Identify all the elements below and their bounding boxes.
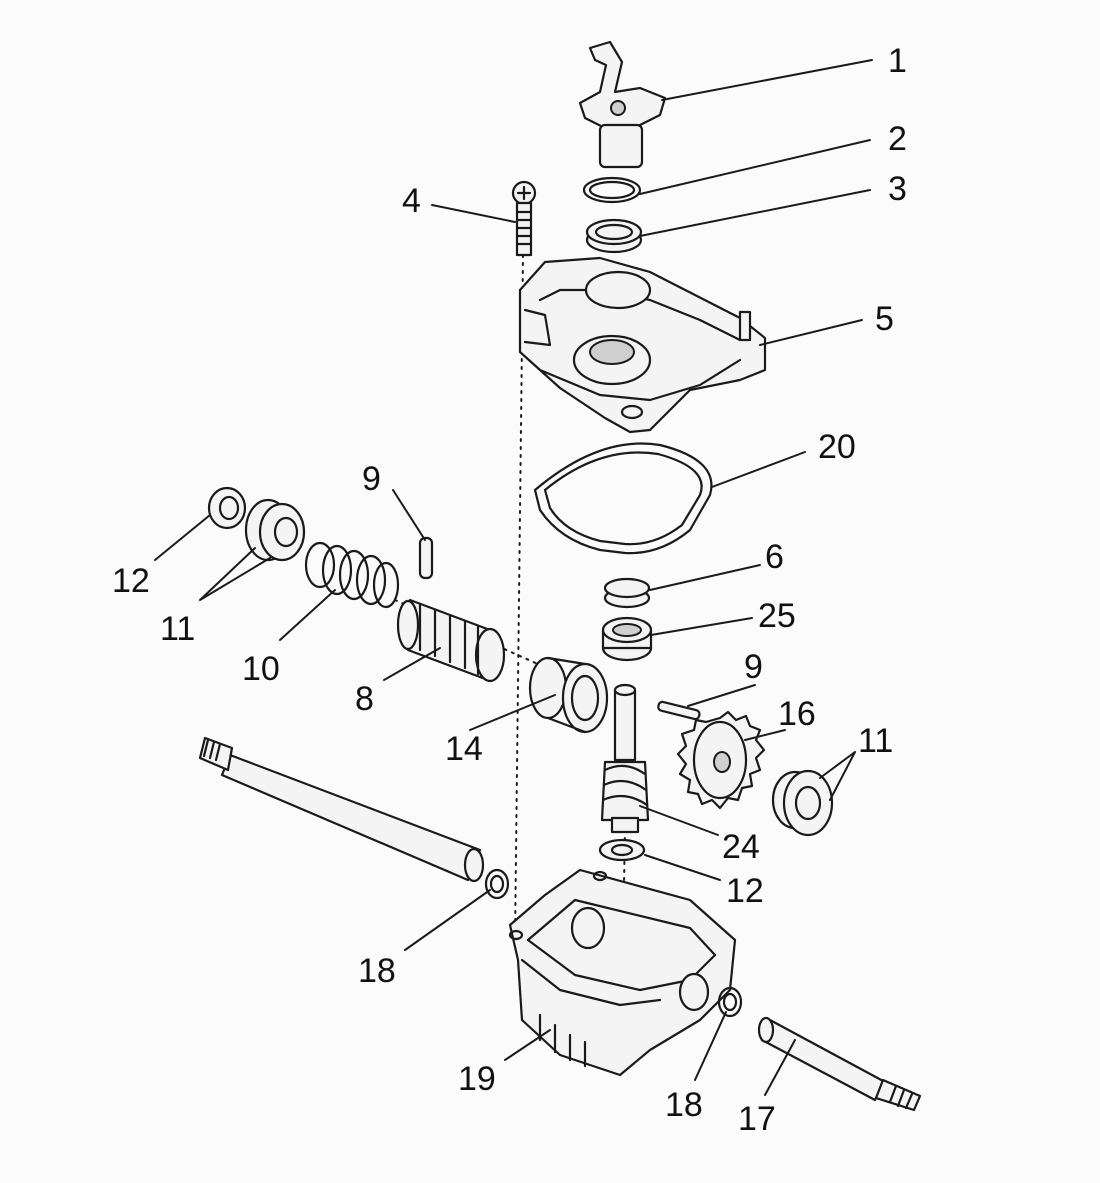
- part-4-screw: [511, 180, 537, 257]
- part-25-bearing: [601, 616, 653, 662]
- part-8-clutch-sleeve: [396, 598, 506, 683]
- part-10-spring: [304, 541, 400, 609]
- label-8: 8: [355, 680, 374, 718]
- part-11-flange-bushing-right: [771, 769, 834, 837]
- part-2-snap-ring: [582, 176, 642, 204]
- label-12-left: 12: [112, 562, 150, 600]
- part-6-bushing: [603, 577, 651, 609]
- part-1-shift-lever: [578, 40, 667, 169]
- label-14: 14: [445, 730, 483, 768]
- label-11-right: 11: [858, 722, 893, 760]
- label-9-right: 9: [744, 648, 763, 686]
- leader-lines: [154, 59, 873, 1096]
- part-24-worm-shaft: [600, 683, 650, 834]
- part-19-gearbox-housing: [508, 868, 737, 1077]
- part-9-pin-upper: [418, 536, 434, 580]
- part-18-o-ring-left: [484, 868, 510, 900]
- label-12-lower: 12: [726, 872, 764, 910]
- part-14-clutch: [528, 656, 609, 734]
- label-17: 17: [738, 1100, 776, 1138]
- part-20-gasket: [533, 442, 713, 555]
- axle-shaft-left: [198, 736, 485, 883]
- part-12-washer-left: [207, 486, 247, 530]
- label-9-upper: 9: [362, 460, 381, 498]
- label-11-left: 11: [160, 610, 195, 648]
- label-19: 19: [458, 1060, 496, 1098]
- label-1: 1: [888, 42, 907, 80]
- part-11-flange-bushing-left: [244, 498, 306, 562]
- label-25: 25: [758, 597, 796, 635]
- part-18-o-ring-right: [717, 986, 743, 1018]
- label-24: 24: [722, 828, 760, 866]
- part-16-worm-gear: [676, 710, 766, 810]
- part-5-gearbox-cover: [518, 256, 767, 434]
- label-4: 4: [402, 182, 421, 220]
- label-2: 2: [888, 120, 907, 158]
- label-18-right: 18: [665, 1086, 703, 1124]
- label-5: 5: [875, 300, 894, 338]
- label-6: 6: [765, 538, 784, 576]
- part-3-bushing: [585, 218, 643, 254]
- part-17-axle-shaft-right: [757, 1016, 922, 1112]
- label-20: 20: [818, 428, 856, 466]
- label-3: 3: [888, 170, 907, 208]
- part-9-pin-right: [657, 700, 701, 721]
- label-18-left: 18: [358, 952, 396, 990]
- label-16: 16: [778, 695, 816, 733]
- part-12-washer-lower: [598, 838, 646, 862]
- label-10: 10: [242, 650, 280, 688]
- callout-labels: 1 2 3 4 5 20 9 12 11 10 6 25 8 9 16 11 1…: [112, 42, 907, 1138]
